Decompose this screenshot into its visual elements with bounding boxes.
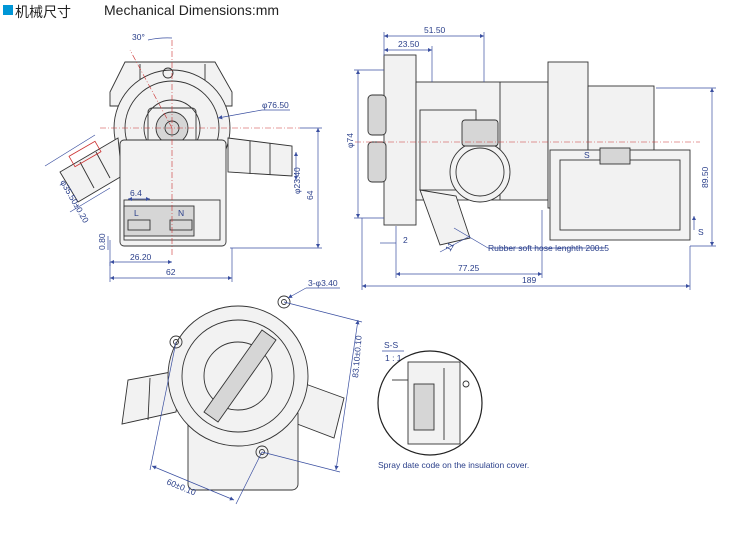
section-mark-S-2: S	[584, 150, 590, 160]
side-view: 51.50 23.50 φ74 89.50 S S 2 11 Rubber so…	[345, 25, 716, 290]
header-title-english: Mechanical Dimensions:mm	[104, 2, 280, 18]
dim-mount-holes: 3-φ3.40	[308, 278, 338, 288]
date-code-note: Spray date code on the insulation cover.	[378, 460, 529, 470]
rubber-hose	[419, 189, 471, 246]
mount-hole-3	[169, 335, 183, 349]
insulation-cover	[413, 383, 435, 431]
bottom-view: 3-φ3.40 83.10±0.10 60±0.10	[121, 278, 364, 505]
front-view: L N 30° φ76.50 φ23.40 64 φ35.50±0.20 6.4…	[44, 32, 322, 282]
dim-side-2: 2	[403, 235, 408, 245]
hose-length-note: Rubber soft hose lenghth 200±5	[488, 243, 609, 253]
detail-scale-label: 1 : 1	[385, 353, 402, 363]
section-mark-S-1: S	[698, 227, 704, 237]
dim-gap-0-80: 0.80	[97, 233, 107, 250]
dim-outlet-diameter: φ23.40	[292, 167, 302, 194]
dim-housing-diameter: φ76.50	[262, 100, 289, 110]
detail-section-label: S-S	[384, 340, 399, 350]
dim-height-64: 64	[305, 190, 315, 200]
dim-side-diameter-74: φ74	[345, 133, 355, 148]
detail-section-s-s: S-S 1 : 1 Spray date code on the insulat…	[377, 340, 529, 470]
terminal-label-L: L	[134, 208, 139, 218]
dim-width-62: 62	[166, 267, 176, 277]
dim-terminal-width: 26.20	[130, 252, 152, 262]
bottom-diagonal-rib	[203, 329, 277, 423]
dim-side-23-50: 23.50	[398, 39, 420, 49]
dim-side-51-50: 51.50	[424, 25, 446, 35]
dim-side-77-25: 77.25	[458, 263, 480, 273]
dim-pin-gap: 6.4	[130, 188, 142, 198]
mount-hole-2	[255, 445, 269, 459]
dim-side-total-189: 189	[522, 275, 536, 285]
side-left-flange	[383, 54, 417, 226]
terminal-block	[123, 205, 195, 237]
side-outlet-pipe	[449, 141, 511, 203]
header-marker-icon	[3, 5, 13, 15]
dim-angle-30: 30°	[132, 32, 145, 42]
header-title-chinese: 机械尺寸	[15, 5, 71, 21]
dim-hole-span-83-10: 83.10±0.10	[350, 335, 364, 378]
front-outlet-pipe	[227, 137, 293, 177]
page-header: 机械尺寸 Mechanical Dimensions:mm	[0, 0, 740, 24]
mount-hole-1	[277, 295, 291, 309]
terminal-label-N: N	[178, 208, 184, 218]
dim-side-height-89-50: 89.50	[700, 166, 710, 188]
